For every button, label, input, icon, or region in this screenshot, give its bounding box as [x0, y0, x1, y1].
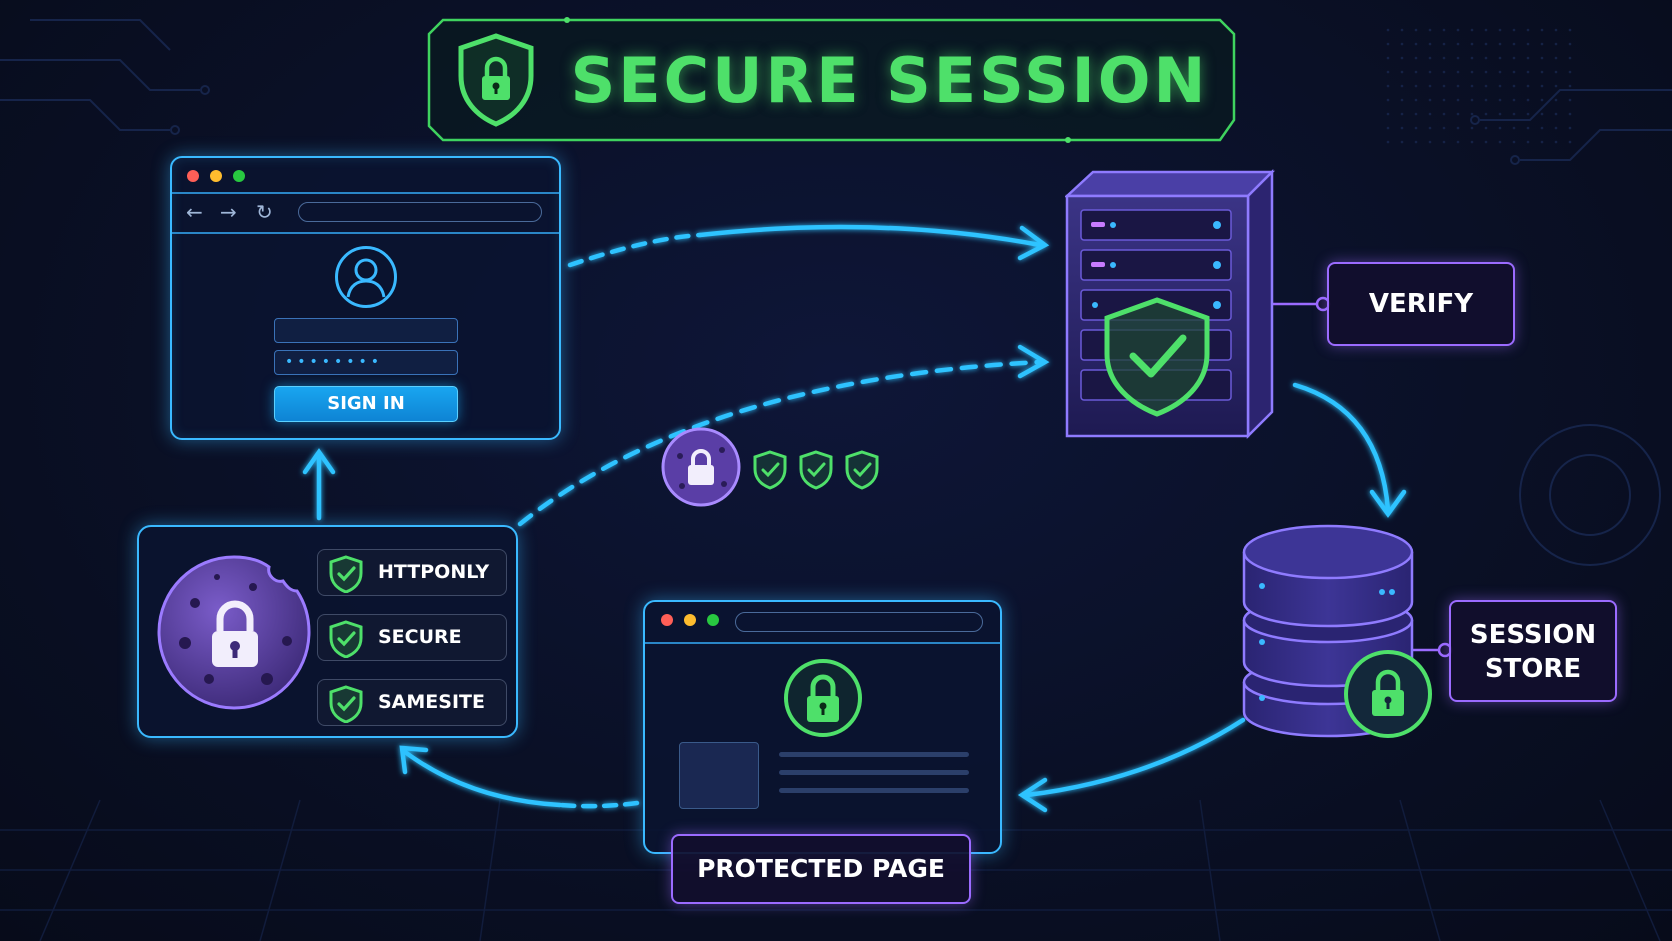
forward-arrow-icon[interactable]: → [220, 200, 237, 224]
content-text-line [779, 788, 969, 793]
content-text-line [779, 752, 969, 757]
verify-label: VERIFY [1327, 262, 1515, 346]
page-title: SECURE SESSION [570, 43, 1209, 117]
back-arrow-icon[interactable]: ← [186, 200, 203, 224]
shield-check-icon [752, 450, 788, 490]
address-bar[interactable] [298, 202, 542, 222]
arrow-store-to-page [1024, 717, 1246, 798]
shield-check-icon [329, 620, 363, 658]
password-mask: •••••••• [285, 354, 384, 370]
lock-shield-icon [455, 32, 537, 128]
flag-samesite: SAMESITE [317, 679, 507, 726]
locked-cookie-icon [157, 551, 311, 713]
minimize-dot-icon[interactable] [684, 614, 696, 626]
shield-check-icon [844, 450, 880, 490]
title-banner: SECURE SESSION [425, 16, 1238, 144]
reload-icon[interactable]: ↻ [256, 200, 273, 224]
server-shield-check-icon [1063, 168, 1285, 448]
arrow-cookie-to-server [517, 359, 1043, 527]
session-store-label-line1: SESSION [1469, 620, 1597, 650]
close-dot-icon[interactable] [661, 614, 673, 626]
login-browser-window: ← → ↻ •••••••• SIGN IN [170, 156, 561, 440]
shield-check-icon [329, 685, 363, 723]
protected-page-label: PROTECTED PAGE [671, 834, 971, 904]
arrow-login-to-server [567, 232, 703, 268]
flag-label: HTTPONLY [378, 561, 490, 583]
session-store-label-line2: STORE [1484, 654, 1582, 684]
traveling-cookie-icon [660, 426, 742, 508]
window-divider [645, 642, 1000, 644]
shield-check-icon [798, 450, 834, 490]
title-banner-frame [427, 17, 1236, 143]
arrow-server-to-store [1292, 382, 1391, 513]
arrow-page-to-cookie [557, 800, 640, 809]
minimize-dot-icon[interactable] [210, 170, 222, 182]
content-image-placeholder [679, 742, 759, 809]
cookie-panel: HTTPONLY SECURE SAMESITE [137, 525, 518, 738]
lock-icon [783, 658, 863, 738]
login-window-titlebar [172, 158, 559, 194]
session-store-label: SESSION STORE [1449, 600, 1617, 702]
flag-secure: SECURE [317, 614, 507, 661]
password-field[interactable]: •••••••• [274, 350, 458, 375]
content-text-line [779, 770, 969, 775]
maximize-dot-icon[interactable] [707, 614, 719, 626]
address-bar[interactable] [735, 612, 983, 632]
username-field[interactable] [274, 318, 458, 343]
database-lock-icon [1242, 522, 1434, 740]
sign-in-button[interactable]: SIGN IN [274, 386, 458, 422]
flag-label: SAMESITE [378, 691, 485, 713]
shield-check-icon [329, 555, 363, 593]
login-window-navbar: ← → ↻ [172, 194, 559, 234]
user-avatar-icon [335, 246, 397, 308]
flag-label: SECURE [378, 626, 462, 648]
flag-httponly: HTTPONLY [317, 549, 507, 596]
close-dot-icon[interactable] [187, 170, 199, 182]
protected-page-window [643, 600, 1002, 854]
maximize-dot-icon[interactable] [233, 170, 245, 182]
